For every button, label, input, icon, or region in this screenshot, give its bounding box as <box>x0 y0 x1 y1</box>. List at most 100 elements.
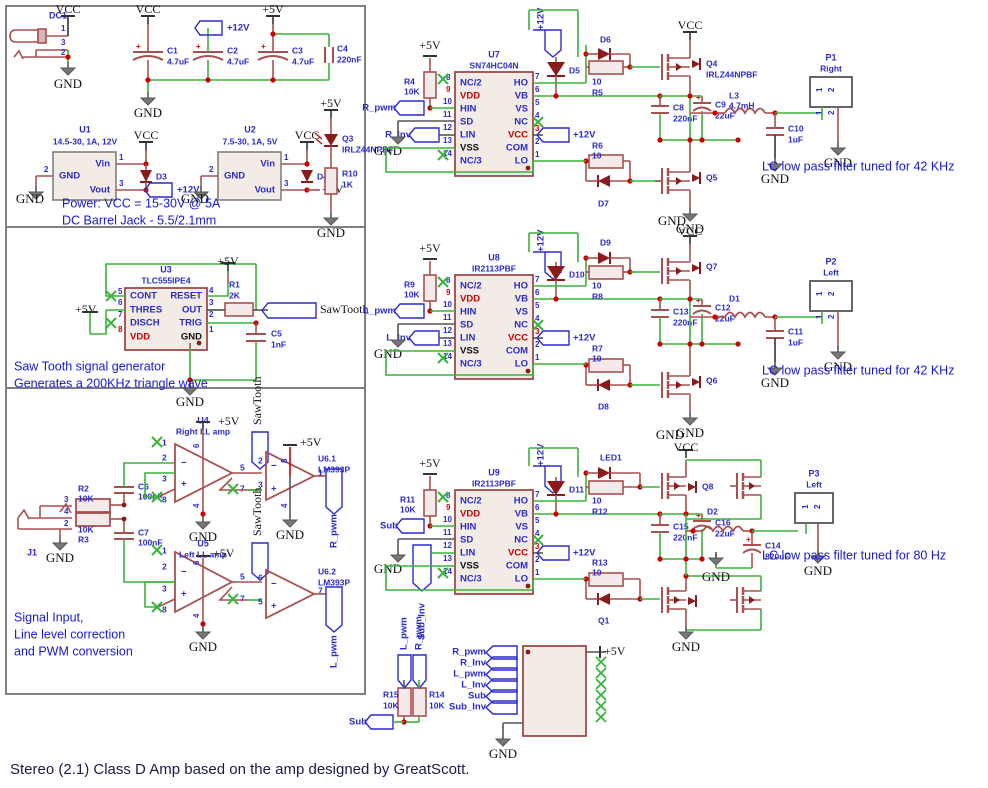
diode-d4 <box>598 48 610 60</box>
val-c13: 220nF <box>673 317 698 327</box>
resistor-r11 <box>423 489 437 517</box>
svg-text:+: + <box>696 296 701 305</box>
diode-d6 <box>598 379 610 391</box>
diode-d8 <box>547 266 565 280</box>
opamp-u4: U4 Right LL amp − + 1 2 3 8 5 7 +5V GND <box>144 414 262 544</box>
ref-l3: D2 <box>707 506 718 516</box>
svg-text:6: 6 <box>258 572 263 582</box>
u9-pin-nc: NC <box>514 320 528 331</box>
u10-num-4: 4 <box>535 529 540 538</box>
connector-p1 <box>809 76 853 108</box>
u9-num-12: 12 <box>443 326 452 335</box>
net-gnd-label-12: GND <box>676 221 704 236</box>
u3-num-6: 6 <box>118 298 123 307</box>
ref-c3: C3 <box>292 45 303 55</box>
ref-dc1: DC1 <box>49 10 67 20</box>
ref-r3: R3 <box>78 534 89 544</box>
ref-r15: R15 <box>383 689 399 699</box>
sawtooth-note-line2: Generates a 200KHz triangle wave <box>14 376 208 390</box>
ref-u9: U8 <box>488 252 500 262</box>
led1-symbol <box>324 134 338 146</box>
ref-r4: R4 <box>404 76 415 86</box>
net-gnd-label-11: GND <box>374 143 402 158</box>
u8-num-13: 13 <box>443 136 452 145</box>
svg-text:−: − <box>271 579 277 590</box>
u8-num-11: 11 <box>443 110 452 119</box>
diode-d11 <box>598 593 610 605</box>
div-flag-sub: Sub <box>349 717 367 728</box>
net-flag-lpwm-2 <box>393 303 425 319</box>
net-flag-sawtooth-3 <box>251 542 269 581</box>
u7-flag-rpwm: R_pwm <box>452 647 486 658</box>
ref-c8: C8 <box>673 102 684 112</box>
u9-pin-lin: LIN <box>460 333 475 344</box>
ref-q1: Q4 <box>706 58 718 68</box>
val-c7: 100nF <box>138 537 163 547</box>
ic-u10-body <box>454 489 534 595</box>
ref-r13: R13 <box>592 557 608 567</box>
val-r6: 10 <box>592 150 602 160</box>
svg-text:8: 8 <box>162 494 167 504</box>
svg-text:3: 3 <box>258 479 263 489</box>
svg-text:+: + <box>196 42 201 51</box>
p3-pin-1: 1 <box>801 504 810 509</box>
ic-u9-body <box>454 274 534 380</box>
diode-d7 <box>598 252 610 264</box>
net-12v-label-8: +12V <box>536 443 547 466</box>
part-u62: LM393P <box>318 577 350 587</box>
u9-pin-vss: VSS <box>460 346 479 357</box>
net-5v-label-10: +5V <box>419 241 441 255</box>
power-note-line1: Power: VCC = 15-30V @ 5A <box>62 196 221 210</box>
net-flag-lpwm-3 <box>397 654 412 690</box>
u10-num-5: 5 <box>535 516 540 525</box>
ref-c10: C10 <box>788 123 804 133</box>
net-lpwm-label-2: L_pwm <box>363 306 396 317</box>
u8-pin-hin: HIN <box>460 104 477 115</box>
val-r9: 10K <box>404 289 420 299</box>
resistor-r12 <box>588 480 624 495</box>
net-gnd-label-22: GND <box>672 639 700 654</box>
net-5v-label-12: +5V <box>604 644 626 658</box>
u3-pin-cont: CONT <box>130 291 157 302</box>
val-r14: 10K <box>429 700 445 710</box>
net-flag-rinv <box>408 127 440 143</box>
resistor-r1 <box>224 302 254 317</box>
u8-pin-vdd: VDD <box>460 91 480 102</box>
dc1-pin-3: 3 <box>61 38 66 47</box>
u1-pin-vout: Vout <box>90 185 111 196</box>
mosfet-q2: GND Q5 <box>655 140 718 236</box>
u2-pin-vout: Vout <box>255 185 276 196</box>
u7-flag-subinv: Sub_Inv <box>449 702 487 713</box>
ref-r14: R14 <box>429 689 445 699</box>
u3-pin-vdd: VDD <box>130 332 150 343</box>
connector-j1 <box>17 502 72 530</box>
ref-p2: P2 <box>825 256 836 266</box>
u3-pin-disch: DISCH <box>130 318 160 329</box>
net-5v-label-9: +5V <box>419 38 441 52</box>
u3-pin-out: OUT <box>182 305 202 316</box>
svg-text:1: 1 <box>815 314 824 319</box>
net-gnd-label-10: GND <box>189 639 217 654</box>
ref-p3: P3 <box>808 468 819 478</box>
svg-text:8: 8 <box>280 458 289 463</box>
diode-d5 <box>598 175 610 187</box>
sheet-caption: Stereo (2.1) Class D Amp based on the am… <box>10 761 469 778</box>
net-subinv-label: Sub_Inv <box>417 602 428 640</box>
ref-led1: Q3 <box>342 133 354 143</box>
svg-text:5: 5 <box>240 571 245 581</box>
ref-d2: D4 <box>317 171 328 181</box>
mosfet-q3: GND Q6 <box>661 344 718 440</box>
u10-pin-com: COM <box>506 561 528 572</box>
u8-pin-com: COM <box>506 143 528 154</box>
val-r15: 10K <box>383 700 399 710</box>
u8-pin-vb: VB <box>515 91 528 102</box>
val-r1: 2K <box>229 290 241 300</box>
svg-text:5: 5 <box>258 596 263 606</box>
ref-j1: J1 <box>27 547 37 557</box>
val-r8: 10 <box>592 280 602 290</box>
ic-u7-body <box>522 645 587 737</box>
u10-pin-nc2: NC/2 <box>460 496 482 507</box>
u9-pin-lo: LO <box>515 359 528 370</box>
input-note-line2: Line level correction <box>14 627 125 641</box>
val-r3: 10K <box>78 524 94 534</box>
